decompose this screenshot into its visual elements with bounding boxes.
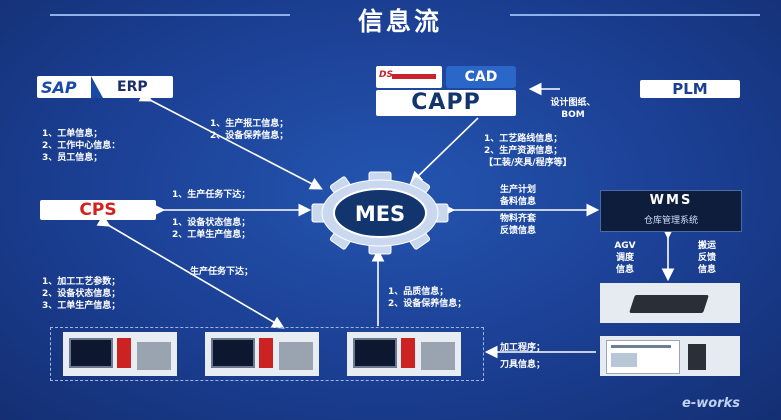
title-rule-right xyxy=(510,14,760,16)
title-rule-left xyxy=(50,14,290,16)
sap-erp-node: SAP ERP xyxy=(37,76,173,98)
label-erp-side: 1、工单信息；2、工作中心信息：3、员工信息； xyxy=(42,129,121,163)
label-program: 加工程序；刀具信息； xyxy=(500,343,546,370)
program-window xyxy=(606,340,680,374)
arrow-erp-mes xyxy=(138,89,323,190)
watermark-logo: e-works xyxy=(682,396,740,411)
label-cps-mes-top: 1、生产任务下达； xyxy=(172,190,251,200)
cad-badge: CAD xyxy=(446,66,516,88)
label-cps-machines-top: 生产任务下达； xyxy=(190,267,254,277)
mes-gear-node: MES xyxy=(311,171,449,255)
agv-vehicle-image xyxy=(600,283,740,323)
program-screen-image xyxy=(600,336,740,376)
mes-label: MES xyxy=(355,202,405,226)
agv-body xyxy=(629,295,709,313)
solidworks-logo: DS xyxy=(376,66,442,88)
diagram-title: 信息流 xyxy=(357,7,442,36)
label-agv-right: 搬运反馈信息 xyxy=(697,241,716,275)
label-plm-capp: 设计图纸、BOM xyxy=(550,98,596,120)
plm-node: PLM xyxy=(640,80,740,98)
label-erp-mes: 1、生产报工信息；2、设备保养信息； xyxy=(210,119,289,141)
wms-node: WMS 仓库管理系统 xyxy=(600,190,742,232)
cad-capp-node: DS CAD CAPP xyxy=(376,66,516,116)
solidworks-mark: DS xyxy=(379,70,393,80)
capp-label: CAPP xyxy=(376,90,516,116)
label-cps-machines-side: 1、加工工艺参数；2、设备状态信息；3、工单生产信息； xyxy=(42,277,121,311)
operator-figure xyxy=(688,344,706,370)
machine-1 xyxy=(63,332,177,376)
erp-label: ERP xyxy=(117,79,148,95)
cps-node: CPS xyxy=(40,200,156,220)
sap-logo-wedge xyxy=(91,76,103,98)
label-machines-mes: 1、品质信息；2、设备保养信息； xyxy=(388,287,467,309)
machine-2 xyxy=(205,332,319,376)
machine-3 xyxy=(347,332,461,376)
label-mes-wms-top: 生产计划备料信息 xyxy=(499,185,536,207)
label-mes-wms-bottom: 物料齐套反馈信息 xyxy=(499,214,536,236)
arrow-capp-mes xyxy=(409,117,479,185)
solidworks-wordmark xyxy=(392,74,436,79)
wms-sublabel: 仓库管理系统 xyxy=(643,216,698,226)
machine-group xyxy=(50,327,484,381)
wms-label: WMS xyxy=(649,193,693,208)
label-cps-mes-bottom: 1、设备状态信息；2、工单生产信息； xyxy=(172,218,251,240)
arrow-cps-machines xyxy=(96,214,285,329)
label-capp-mes: 1、工艺路线信息；2、生产资源信息；【工装/夹具/程序等】 xyxy=(484,134,572,168)
sap-logo: SAP xyxy=(41,78,77,97)
